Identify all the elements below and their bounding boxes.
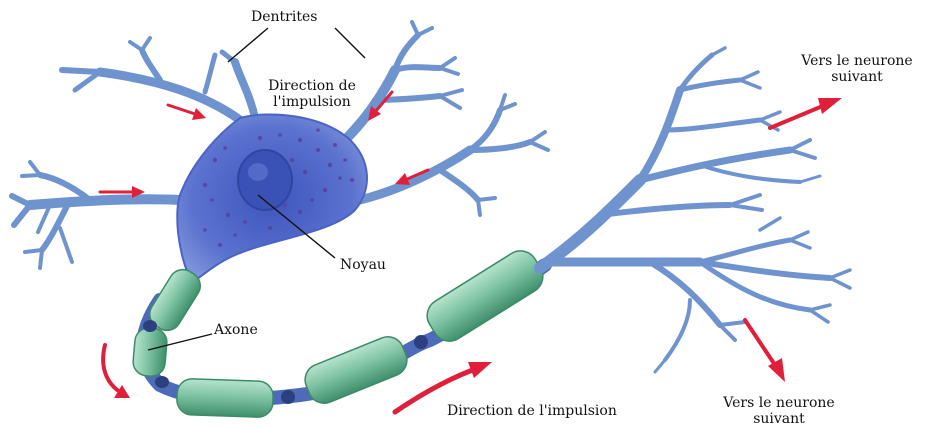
arrow-small-1 [168, 105, 206, 120]
label-direction-top-line1: Direction de [262, 79, 362, 95]
label-next-neuron-top-line1: Vers le neurone [792, 54, 922, 70]
label-nucleus: Noyau [340, 258, 386, 274]
label-dendrites: Dentrites [251, 10, 317, 26]
arrow-out-bottom [745, 320, 785, 382]
label-direction-top: Direction de l'impulsion [262, 79, 362, 110]
label-next-neuron-top-line2: suivant [792, 70, 922, 86]
label-direction-bottom: Direction de l'impulsion [447, 404, 617, 420]
label-next-neuron-bottom-line1: Vers le neurone [704, 396, 854, 412]
arrow-axon-left [103, 345, 130, 398]
label-axon: Axone [214, 323, 258, 339]
label-next-neuron-top: Vers le neurone suivant [792, 54, 922, 85]
label-next-neuron-bottom: Vers le neurone suivant [704, 396, 854, 427]
axon-terminals [540, 48, 850, 372]
label-direction-top-line2: l'impulsion [262, 95, 362, 111]
dendrites-right [345, 22, 548, 215]
